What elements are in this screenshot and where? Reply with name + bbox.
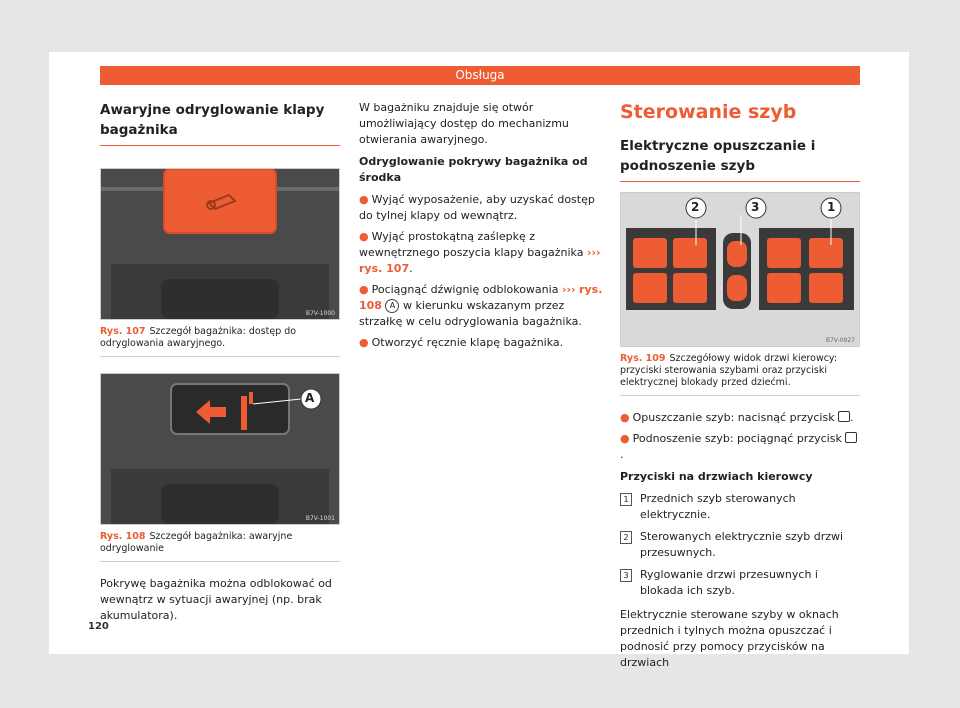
figure-label: Rys. 108 xyxy=(100,531,146,542)
caption-text: Szczegół bagażnika: awaryjne odryglowani… xyxy=(100,531,293,554)
paragraph-windows: Elektrycznie sterowane szyby w oknach pr… xyxy=(620,608,839,669)
figure-108: A B7V-1001 xyxy=(100,373,340,525)
callout-a: A xyxy=(305,391,315,405)
figure-109: 2 3 1 B7V-0927 xyxy=(620,192,860,347)
callout-a-inline: A xyxy=(385,299,400,313)
intro-text: W bagażniku znajduje się otwór umożliwia… xyxy=(359,101,569,146)
trunk-panel-illustration xyxy=(101,169,339,319)
subheading-driver-buttons: Przyciski na drzwiach kierowcy xyxy=(620,470,813,483)
page-number: 120 xyxy=(88,621,109,632)
callout-2: 2 xyxy=(691,200,700,214)
figure-label: Rys. 109 xyxy=(620,353,666,364)
window-switches-illustration xyxy=(621,193,859,346)
caption-text: Szczegół bagażnika: dostęp do odryglowan… xyxy=(100,326,297,349)
ref-link-rys-108[interactable]: rys. 108 xyxy=(359,283,603,312)
window-down-icon xyxy=(838,411,851,422)
figure-code: B7V-1001 xyxy=(305,515,335,522)
trunk-release-illustration xyxy=(101,374,339,524)
section-heading-windows: Elektryczne opuszczanie i podnoszenie sz… xyxy=(620,136,860,182)
bullet-item: ●Otworzyć ręcznie klapę bagażnika. xyxy=(359,336,564,349)
chapter-title: Sterowanie szyb xyxy=(620,101,797,123)
bullet-item: ●Opuszczanie szyb: nacisnąć przycisk . xyxy=(620,411,854,424)
figure-label: Rys. 107 xyxy=(100,326,146,337)
page xyxy=(49,52,909,654)
bullet-item: ●Wyjąć prostokątną zaślepkę z wewnętrzne… xyxy=(359,230,601,275)
bullet-item: ●Pociągnąć dźwignię odblokowania ››› rys… xyxy=(359,283,603,328)
figure-code: B7V-0927 xyxy=(825,337,855,344)
window-up-icon xyxy=(845,432,858,443)
column-left: Awaryjne odryglowanie klapy bagażnika B7… xyxy=(100,100,340,630)
column-middle: W bagażniku znajduje się otwór umożliwia… xyxy=(359,100,604,356)
column-right: Sterowanie szyb Elektryczne opuszczanie … xyxy=(620,100,860,677)
subheading-unlock: Odryglowanie pokrywy bagażnika od środka xyxy=(359,155,588,184)
caption-text: Szczegółowy widok drzwi kierowcy: przyci… xyxy=(620,353,838,388)
callout-1: 1 xyxy=(827,200,836,214)
ref-link-rys-107[interactable]: rys. 107 xyxy=(359,262,410,275)
figure-107: B7V-1000 xyxy=(100,168,340,320)
bullet-item: ●Podnoszenie szyb: pociągnąć przycisk . xyxy=(620,431,860,463)
figure-code: B7V-1000 xyxy=(305,310,335,317)
bullet-item: ●Wyjąć wyposażenie, aby uzyskać dostęp d… xyxy=(359,193,595,222)
callout-3: 3 xyxy=(751,200,760,214)
section-heading-trunk-release: Awaryjne odryglowanie klapy bagażnika xyxy=(100,100,340,146)
page-header: Obsługa xyxy=(100,66,860,85)
paragraph-emergency: Pokrywę bagażnika można odblokować od we… xyxy=(100,577,332,622)
